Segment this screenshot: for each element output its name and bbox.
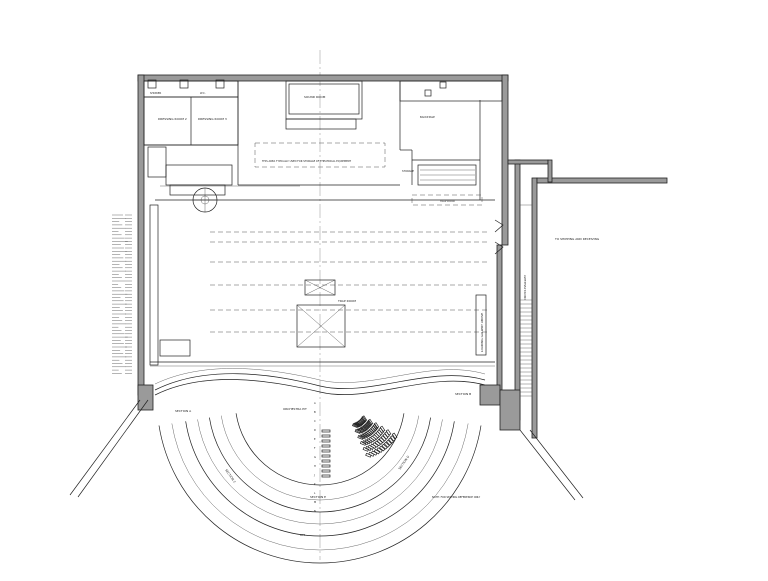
left-schedule [112,214,132,374]
seat [379,425,386,433]
shower-label: SHOWER [150,91,161,95]
storage-label: STORAGE [402,169,414,173]
row-letter: H [314,464,316,468]
cross-hallway-label: CROSS HALLWAY [523,275,527,300]
row-letter: A [314,401,316,405]
seating-arc [171,423,469,551]
seat [371,425,378,432]
seat [366,420,373,427]
seat [362,432,369,438]
row-letter: J [313,473,315,477]
row-letter: B [314,410,316,414]
row-letter: M [314,500,316,504]
spiral-stair [169,184,226,213]
section-a-label: SECTION A [175,409,192,413]
row-letter: D [314,428,316,432]
to-shipping-label: TO SHIPPING AND RECEIVING [554,237,600,241]
seating-arc [221,415,419,501]
seat [383,441,390,448]
orchestra-pit-label: ORCHESTRA PIT [283,407,307,411]
seat [321,434,331,438]
row-letter: E [314,437,316,441]
row-letter: G [314,455,316,459]
seat [321,454,331,458]
seat [380,435,387,442]
row-letter: N [314,509,316,513]
seat [372,423,379,431]
trap-room-label: TRAP ROOM [337,299,356,303]
seat [373,448,381,455]
seat [321,444,331,448]
upstage-storage: SOUND ROOM THIS AREA TYPICALLY USED FOR … [160,80,400,187]
loading-gallery-label: LOADING GALLERY ABOVE [480,313,484,352]
seating-arc [197,419,443,525]
trap-door-label: TRAP DOOR [440,199,455,203]
stage-area: TRAP ROOM LOADING GALLERY ABOVE [149,199,495,367]
lift-note: LIFT [300,533,306,537]
row-letter: L [314,491,316,495]
dressing-rooms: DRESSING ROOM 2 DRESSING ROOM 3 SHOWER W… [143,79,239,186]
seat [321,449,331,453]
row-letter: K [314,482,316,486]
seating-arc [158,425,482,564]
seat [373,422,380,429]
seat [370,450,378,456]
sound-room-label: SOUND ROOM [304,95,326,99]
seating-arc [235,413,405,486]
backstage-note: BACKSTAGE [420,115,435,119]
sight-lines [69,399,584,501]
seat [368,428,375,435]
seat [361,415,368,422]
seat [321,464,331,468]
seat [321,469,331,473]
seat [362,440,369,446]
row-letter: F [314,446,316,450]
seat [388,437,394,444]
seat [321,429,331,433]
section-c-label: SECTION C [224,468,237,484]
seating-arc [209,417,431,513]
wc-label: W.C. [200,91,206,95]
ramp-steps [520,299,532,397]
seat [385,429,392,436]
dressing-room-2-label: DRESSING ROOM 2 [158,117,187,121]
row-letters: A B C D E F G H J K L M N [313,401,316,513]
seat [376,438,383,445]
seat [367,429,374,436]
seat [381,443,388,450]
seat [390,435,396,442]
cross-hallway: CROSS HALLWAY TO SHIPPING AND RECEIVING [494,204,600,397]
seating-arcs [158,413,482,564]
seat [365,430,373,437]
backstage-right: BACKSTAGE STORAGE TRAP DOOR [399,80,503,206]
seat-blocks [321,415,398,478]
general-note: NOTE: FOR SEATING REFERENCE ONLY [432,495,481,499]
upstage-note: THIS AREA TYPICALLY USED FOR STORAGE OF … [262,159,352,163]
seating-arc [185,421,455,537]
seat [374,440,381,447]
seat [365,421,372,428]
exterior-walls [137,74,668,439]
seat [376,447,383,453]
seat [391,432,398,439]
seat [321,439,331,443]
proscenium [154,368,486,396]
seat [321,474,331,478]
seat [364,431,371,438]
seat [378,437,385,444]
section-b-label: SECTION B [455,392,471,396]
dressing-room-3-label: DRESSING ROOM 3 [198,117,227,121]
section-e-label: SECTION E [310,495,326,499]
seat [385,439,392,446]
seat [321,459,331,463]
seat [367,418,374,426]
seat [379,445,386,452]
row-letter: C [314,419,316,423]
